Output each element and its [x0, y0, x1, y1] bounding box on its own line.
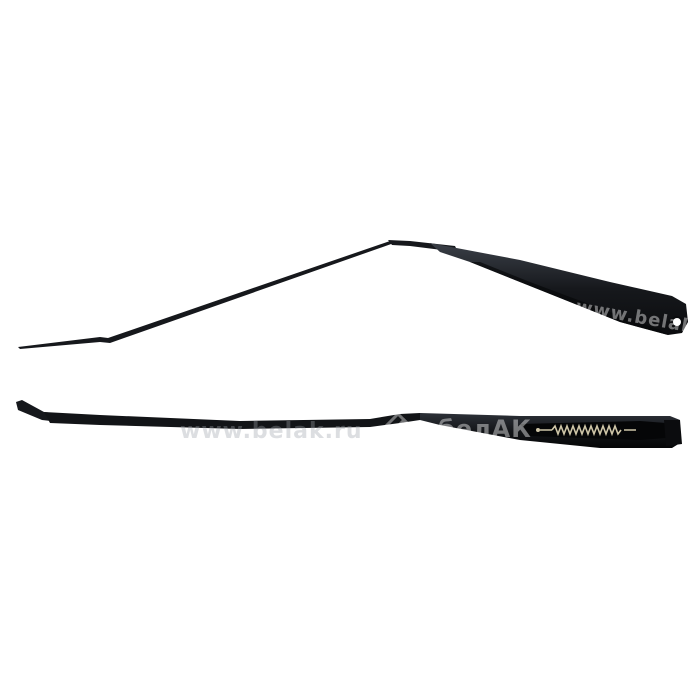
tension-spring	[536, 423, 636, 437]
watermark-bottom-left: www.belak.ru	[180, 419, 362, 444]
watermark-logo-icon	[376, 411, 420, 434]
arm-head	[430, 243, 688, 335]
watermark-bottom-right: белАК	[438, 415, 532, 443]
arm-head-bevel	[470, 262, 668, 335]
wiper-arm-top-view: www.belak.ru белАК	[16, 400, 682, 448]
arm-rod	[18, 241, 394, 349]
arm-end-cap	[664, 420, 682, 446]
wiper-arm-side-view: www.belak	[18, 240, 696, 349]
pivot-hole	[671, 316, 683, 328]
arm-rod	[44, 412, 430, 429]
